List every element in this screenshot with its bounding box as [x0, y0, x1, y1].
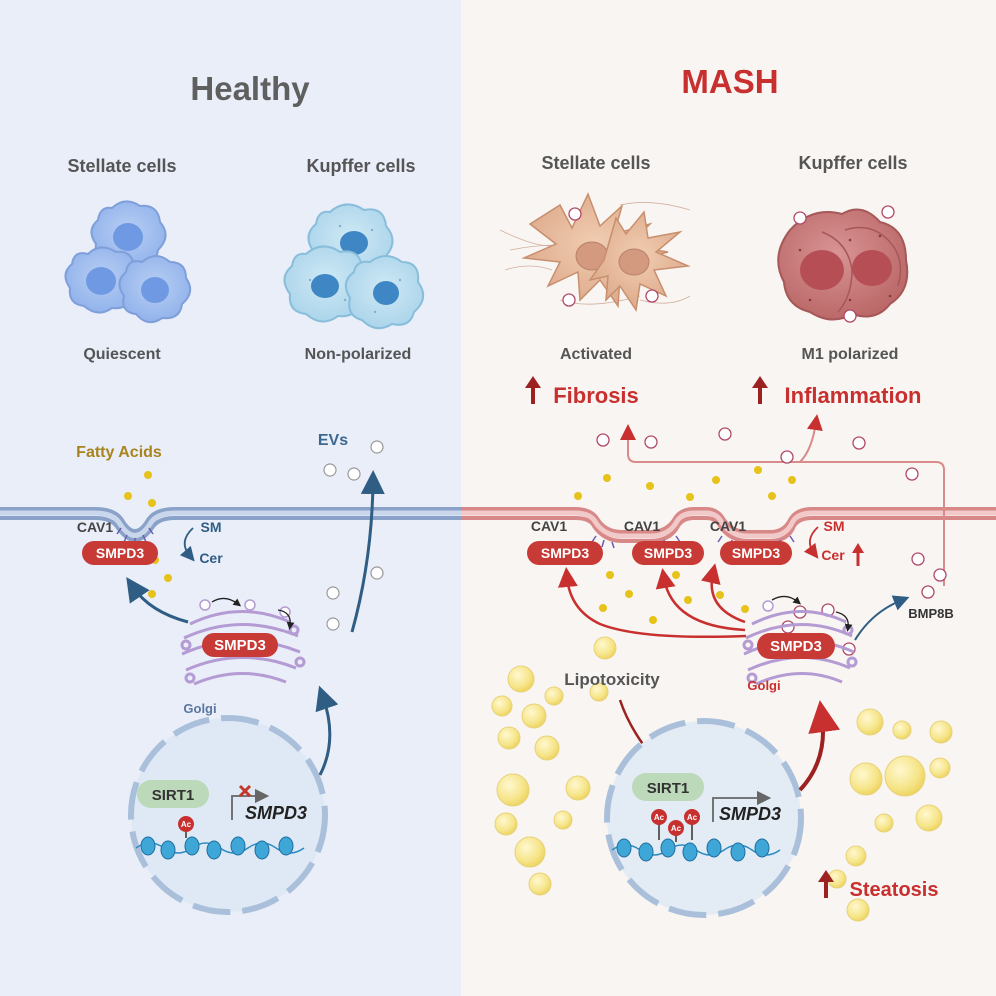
lipid-droplets	[491, 636, 953, 922]
nucleus-export-arrow	[315, 685, 339, 776]
golgi-to-smpd3-arrow-3	[701, 563, 746, 624]
mash-smpd3-membrane-2	[632, 541, 704, 565]
healthy-title: Healthy	[190, 70, 310, 107]
mash-golgi-smpd3-label: SMPD3	[770, 638, 822, 655]
healthy-smpd3-membrane	[82, 541, 158, 565]
mash-smpd3-membrane-3	[720, 541, 792, 565]
healthy-sirt1	[137, 780, 209, 808]
mash-sirt1-label: SIRT1	[647, 780, 690, 797]
mash-golgi-label: Golgi	[747, 678, 780, 693]
golgi-to-smpd3-arrow-2	[655, 568, 746, 632]
mash-golgi-curl-arrow-2	[835, 611, 853, 632]
mash-golgi-smpd3	[757, 633, 835, 659]
lipotoxicity-label: Lipotoxicity	[564, 670, 660, 689]
healthy-smpd3-gene: SMPD3	[245, 803, 307, 823]
healthy-stellate-label: Stellate cells	[67, 156, 176, 176]
mash-nucleus-export-arrow	[798, 700, 841, 792]
ev-release-arrow	[350, 470, 385, 633]
mash-kupffer-state: M1 polarized	[802, 346, 899, 363]
mash-stellate-label: Stellate cells	[541, 153, 650, 173]
healthy-golgi-label: Golgi	[183, 701, 216, 716]
healthy-ac-label: Ac	[181, 820, 192, 829]
golgi-curl-arrow-1	[211, 597, 242, 607]
healthy-cer-label: Cer	[199, 550, 223, 566]
golgi-to-membrane-arrow	[126, 577, 189, 624]
non-polarized-kupffer-cells	[283, 203, 425, 330]
mash-cav1-label-3: CAV1	[710, 518, 747, 534]
mash-title: MASH	[681, 63, 778, 100]
ceramide-up-arrow	[852, 543, 864, 566]
mash-ac-label-3: Ac	[687, 813, 698, 822]
mash-promoter-arrow	[712, 790, 772, 822]
mash-kupffer-label: Kupffer cells	[798, 153, 907, 173]
mash-acetyl-mark-2	[668, 820, 684, 836]
mash-sm-to-cer-arrow	[803, 526, 819, 559]
mash-smpd3-membrane-label-1: SMPD3	[541, 545, 589, 561]
mash-smpd3-membrane-label-2: SMPD3	[644, 545, 692, 561]
mash-golgi-curl-arrow-1	[771, 595, 801, 605]
mash-fatty-acid-dots	[574, 466, 796, 624]
inflammation-label: Inflammation	[785, 383, 922, 408]
inflammation-signal-line	[799, 414, 823, 463]
healthy-nucleus	[128, 715, 328, 915]
mash-cav1-label-2: CAV1	[624, 518, 661, 534]
mash-acetyl-mark-1	[651, 809, 667, 825]
fibrosis-up-arrow	[525, 376, 541, 404]
sm-to-cer-arrow	[179, 527, 195, 562]
healthy-kupffer-state: Non-polarized	[305, 346, 412, 363]
golgi-to-smpd3-arrow-1	[557, 567, 747, 639]
mash-cer-label: Cer	[821, 547, 845, 563]
mash-ac-label-1: Ac	[654, 813, 665, 822]
healthy-stellate-state: Quiescent	[83, 346, 161, 363]
golgi-to-bmp8b-arrow	[854, 595, 910, 641]
mash-nucleus	[604, 718, 804, 918]
mash-golgi	[742, 610, 858, 686]
healthy-sirt1-label: SIRT1	[152, 787, 195, 804]
healthy-golgi-smpd3	[202, 633, 278, 657]
ev-vesicles	[323, 440, 384, 631]
golgi-vesicles-mash	[762, 600, 774, 612]
mash-smpd3-gene: SMPD3	[719, 804, 781, 824]
healthy-sm-label: SM	[201, 519, 222, 535]
golgi-curl-arrow-2	[277, 609, 295, 630]
mash-smpd3-membrane-label-3: SMPD3	[732, 545, 780, 561]
mash-cav1-label-1: CAV1	[531, 518, 568, 534]
mash-smpd3-membrane-1	[527, 541, 603, 565]
healthy-kupffer-label: Kupffer cells	[306, 156, 415, 176]
healthy-acetyl-mark	[178, 816, 194, 832]
evs-label: EVs	[318, 432, 348, 449]
healthy-chromatin	[135, 836, 305, 860]
mash-stellate-state: Activated	[560, 346, 632, 363]
mash-membrane	[461, 507, 996, 543]
healthy-golgi-smpd3-label: SMPD3	[214, 637, 266, 654]
bmp8b-label: BMP8B	[908, 606, 954, 621]
mash-chromatin	[611, 838, 781, 862]
healthy-promoter-arrow	[231, 788, 270, 820]
mash-sirt1	[632, 773, 704, 801]
mash-ac-label-2: Ac	[671, 824, 682, 833]
fatty-acids-label: Fatty Acids	[76, 444, 162, 461]
steatosis-label: Steatosis	[850, 879, 939, 901]
fibrosis-label: Fibrosis	[553, 383, 639, 408]
mash-acetyl-mark-3	[684, 809, 700, 825]
steatosis-up-arrow	[818, 870, 834, 898]
inflammation-up-arrow	[752, 376, 768, 404]
activated-stellate-cells	[499, 192, 691, 313]
mash-top-vesicles	[562, 205, 895, 323]
blocked-transcription-mark	[238, 784, 252, 798]
healthy-smpd3-membrane-label: SMPD3	[96, 545, 144, 561]
quiescent-stellate-cells	[64, 200, 192, 324]
healthy-golgi	[180, 610, 306, 686]
healthy-cav1-label: CAV1	[77, 519, 114, 535]
m1-kupffer-cells	[777, 208, 909, 321]
mash-sm-label: SM	[824, 518, 845, 534]
